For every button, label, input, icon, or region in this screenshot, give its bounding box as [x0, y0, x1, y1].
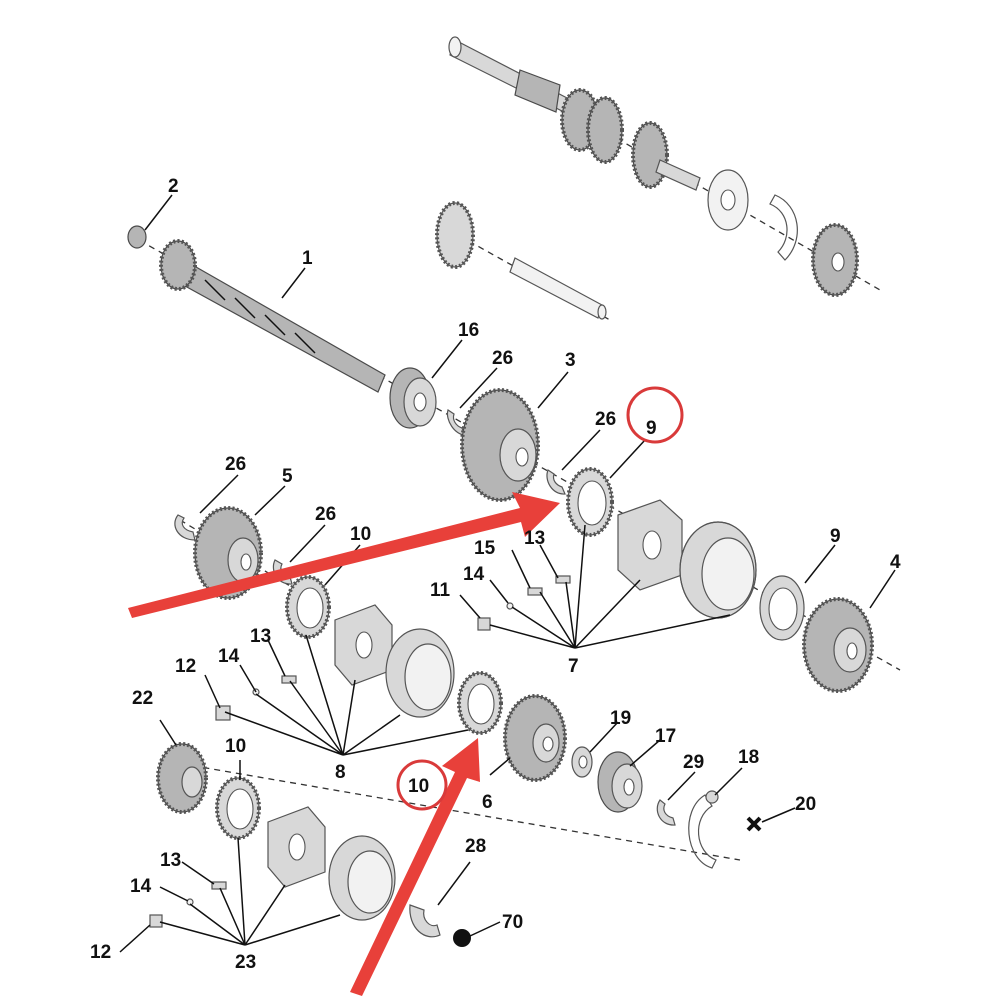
callout-4: 4	[890, 552, 901, 573]
part-28-washer	[409, 904, 441, 938]
part-7-synchro-hub	[617, 499, 683, 591]
callout-10: 10	[225, 736, 246, 757]
callout-11: 11	[430, 580, 451, 601]
part-6-gear	[503, 694, 567, 782]
callout-26: 26	[492, 348, 513, 369]
part-17-bearing	[597, 751, 643, 813]
callout-9: 9	[830, 526, 841, 547]
callout-12: 12	[90, 942, 111, 963]
part-10-synchro-ring-a	[285, 575, 331, 639]
callout-13: 13	[160, 850, 181, 871]
callout-9: 9	[646, 418, 657, 439]
callout-26: 26	[595, 409, 616, 430]
callout-18: 18	[738, 747, 759, 768]
callout-7: 7	[568, 656, 579, 677]
part-16-bearing	[389, 367, 437, 429]
small-pinion-shaft	[435, 201, 607, 320]
part-10-synchro-ring-b	[457, 671, 503, 735]
part-9-synchro-ring-upper	[566, 467, 614, 537]
part-70-dot	[453, 929, 471, 947]
callout-70: 70	[502, 912, 523, 933]
callout-15: 15	[474, 538, 496, 559]
callout-13: 13	[250, 626, 271, 647]
part-29-circlip	[656, 799, 676, 826]
callout-13: 13	[524, 528, 545, 549]
part-3-gear	[460, 388, 540, 502]
part-20-fastener	[746, 816, 762, 832]
callout-3: 3	[565, 350, 576, 371]
highlight-circle-part-9	[626, 386, 684, 444]
part-26-circlip-b	[546, 469, 566, 495]
callout-29: 29	[683, 752, 704, 773]
callout-6: 6	[482, 792, 493, 813]
part-10-synchro-ring-c	[215, 776, 261, 840]
part-22-gear	[156, 742, 208, 814]
top-shaft-assembly	[448, 36, 859, 297]
part-8-synchro-hub	[334, 604, 393, 686]
part-4-gear	[802, 597, 874, 693]
callout-23: 23	[235, 952, 256, 973]
part-18-clip	[688, 790, 719, 869]
part-23-sleeve	[328, 835, 396, 921]
part-26-circlip-c	[174, 514, 196, 541]
callout-17: 17	[655, 726, 676, 747]
part-9-synchro-ring-lower	[759, 575, 805, 641]
callout-19: 19	[610, 708, 631, 729]
leader-lines	[119, 194, 896, 953]
part-1-main-shaft	[159, 239, 386, 393]
callout-14: 14	[463, 564, 485, 585]
callout-26: 26	[315, 504, 336, 525]
red-arrow-upper	[128, 492, 560, 618]
part-23-synchro-hub	[267, 806, 326, 888]
part-8-sleeve	[385, 628, 455, 718]
callout-5: 5	[282, 466, 293, 487]
part-19-washer	[571, 746, 593, 778]
callout-10: 10	[350, 524, 371, 545]
callout-26: 26	[225, 454, 246, 475]
callout-20: 20	[795, 794, 816, 815]
callout-14: 14	[130, 876, 152, 897]
callout-2: 2	[168, 176, 179, 197]
detent-parts	[149, 575, 571, 928]
callout-22: 22	[132, 688, 153, 709]
part-7-sleeve	[679, 521, 757, 619]
callout-16: 16	[458, 320, 479, 341]
callout-8: 8	[335, 762, 346, 783]
part-2-plug	[127, 225, 147, 249]
highlight-circle-part-10	[396, 759, 448, 811]
callout-labels: 2 1 16 26 3 26 9 26 5 26 10 15 13 14 11 …	[90, 176, 901, 973]
callout-28: 28	[465, 836, 486, 857]
callout-12: 12	[175, 656, 196, 677]
callout-14: 14	[218, 646, 240, 667]
callout-10: 10	[408, 776, 429, 797]
callout-1: 1	[302, 248, 313, 269]
red-arrow-lower	[350, 738, 480, 996]
part-5-gear	[193, 506, 263, 600]
